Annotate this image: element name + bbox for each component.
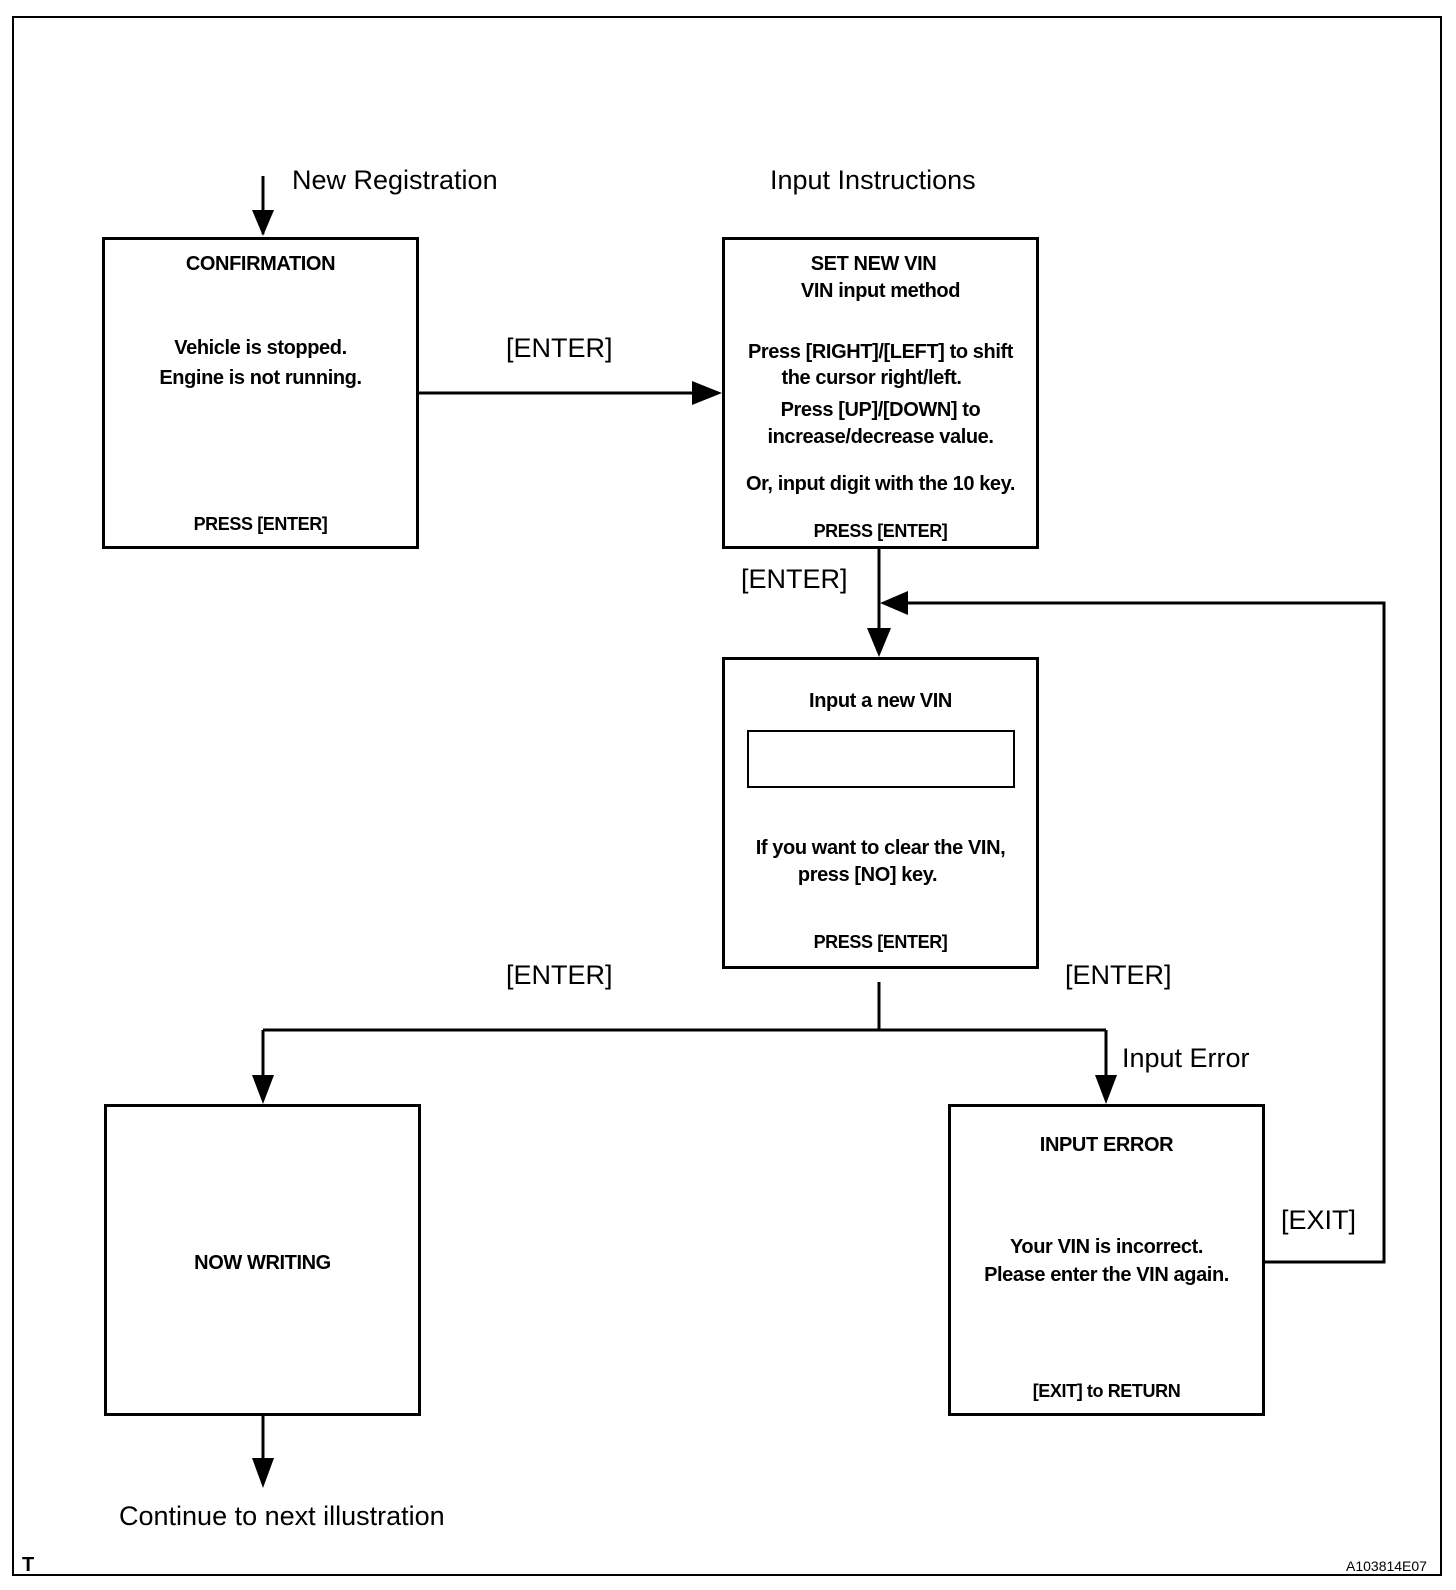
input-error-line-1: Your VIN is incorrect. <box>1009 1236 1204 1258</box>
arrowhead-set-to-input <box>867 628 891 657</box>
input-new-vin-line-1: If you want to clear the VIN, <box>755 837 1006 859</box>
diagram-frame <box>12 16 1442 1576</box>
now-writing-screen: NOW WRITING <box>104 1104 421 1416</box>
input-error-title: INPUT ERROR <box>1039 1134 1174 1156</box>
set-new-vin-line-5: Or, input digit with the 10 key. <box>745 473 1016 495</box>
set-new-vin-line-4: increase/decrease value. <box>767 426 994 448</box>
set-new-vin-footer: PRESS [ENTER] <box>813 521 948 541</box>
now-writing-title: NOW WRITING <box>194 1252 331 1274</box>
vin-input-field <box>747 730 1015 788</box>
input-new-vin-screen: Input a new VIN If you want to clear the… <box>722 657 1039 969</box>
input-error-footer: [EXIT] to RETURN <box>1032 1381 1181 1401</box>
label-enter-set: [ENTER] <box>741 564 848 594</box>
confirmation-line-1: Vehicle is stopped. <box>174 337 347 359</box>
corner-mark: T <box>22 1554 35 1576</box>
input-new-vin-line-2: press [NO] key. <box>797 864 938 886</box>
figure-id: A103814E07 <box>1346 1558 1427 1574</box>
arrowhead-entry <box>252 210 274 236</box>
label-input-instructions: Input Instructions <box>770 165 976 195</box>
arrowhead-to-now-writing <box>252 1075 274 1104</box>
label-input-error: Input Error <box>1122 1043 1250 1073</box>
arrowhead-continue <box>252 1458 274 1488</box>
label-enter-right: [ENTER] <box>1065 960 1172 990</box>
label-enter-left: [ENTER] <box>506 960 613 990</box>
confirmation-footer: PRESS [ENTER] <box>193 514 328 534</box>
input-new-vin-footer: PRESS [ENTER] <box>813 932 948 952</box>
set-new-vin-screen: SET NEW VIN VIN input method Press [RIGH… <box>722 237 1039 549</box>
set-new-vin-line-2: the cursor right/left. <box>781 367 962 389</box>
set-new-vin-line-3: Press [UP]/[DOWN] to <box>780 399 981 421</box>
arrow-exit-loop <box>906 601 1386 1264</box>
input-new-vin-title: Input a new VIN <box>809 690 952 712</box>
confirmation-line-2: Engine is not running. <box>159 367 362 389</box>
set-new-vin-title: SET NEW VIN <box>810 253 937 275</box>
input-error-line-2: Please enter the VIN again. <box>984 1264 1229 1286</box>
confirmation-screen: CONFIRMATION Vehicle is stopped. Engine … <box>102 237 419 549</box>
label-new-registration: New Registration <box>292 165 498 195</box>
arrowhead-to-input-error <box>1095 1075 1117 1104</box>
label-enter-confirm: [ENTER] <box>506 333 613 363</box>
arrowhead-confirm-to-set <box>692 381 722 405</box>
confirmation-title: CONFIRMATION <box>185 253 336 275</box>
label-continue: Continue to next illustration <box>119 1501 445 1531</box>
input-error-screen: INPUT ERROR Your VIN is incorrect. Pleas… <box>948 1104 1265 1416</box>
arrowhead-exit-loop <box>880 591 908 615</box>
set-new-vin-subtitle: VIN input method <box>800 280 961 302</box>
label-exit: [EXIT] <box>1281 1205 1357 1235</box>
set-new-vin-line-1: Press [RIGHT]/[LEFT] to shift <box>747 341 1014 363</box>
